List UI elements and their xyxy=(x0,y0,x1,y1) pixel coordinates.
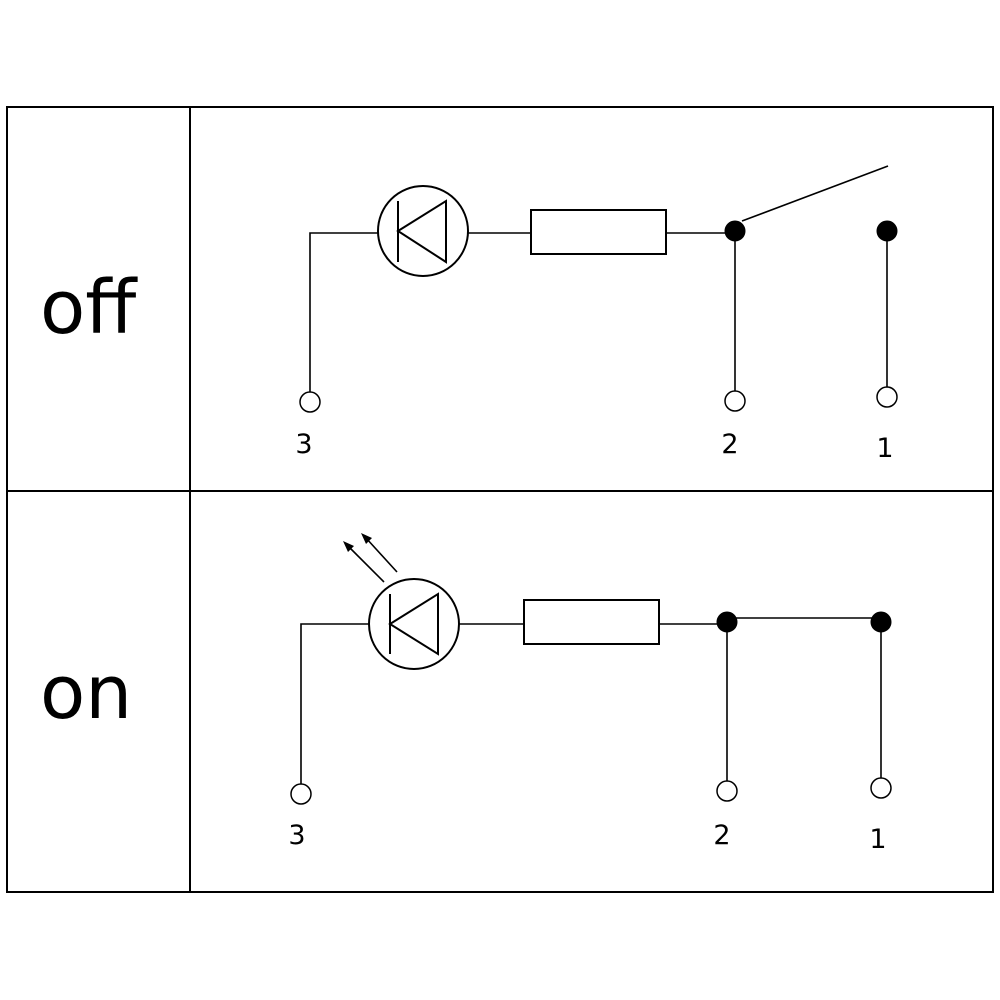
terminal-2 xyxy=(724,390,746,412)
terminal-3 xyxy=(299,391,321,413)
junction-dot xyxy=(724,220,746,242)
on-circuit: 3 2 1 xyxy=(288,533,892,855)
pin-label-3: 3 xyxy=(295,429,312,460)
resistor-icon xyxy=(523,599,660,645)
on-row: on xyxy=(40,533,892,855)
terminal-2 xyxy=(716,780,738,802)
state-label-off: off xyxy=(40,265,138,351)
pin-label-1: 1 xyxy=(869,824,886,855)
pin-label-2: 2 xyxy=(721,429,738,460)
state-label-on: on xyxy=(40,650,132,736)
terminal-1 xyxy=(876,386,898,408)
light-emission-icon xyxy=(343,533,398,583)
pin-label-3: 3 xyxy=(288,820,305,851)
contact-dot xyxy=(876,220,898,242)
junction-dot xyxy=(716,611,738,633)
resistor-icon xyxy=(530,209,667,255)
contact-dot xyxy=(870,611,892,633)
table-border xyxy=(6,106,994,893)
wire-terminal3-to-led xyxy=(309,232,378,392)
terminal-1 xyxy=(870,777,892,799)
terminal-3 xyxy=(290,783,312,805)
pin-label-2: 2 xyxy=(713,820,730,851)
pin-label-1: 1 xyxy=(876,433,893,464)
led-icon xyxy=(377,185,469,277)
off-row: off xyxy=(40,165,898,464)
off-circuit: 3 2 1 xyxy=(295,165,898,464)
led-icon xyxy=(368,578,460,670)
wire-terminal3-to-led xyxy=(300,623,370,784)
open-switch-blade xyxy=(741,165,889,222)
